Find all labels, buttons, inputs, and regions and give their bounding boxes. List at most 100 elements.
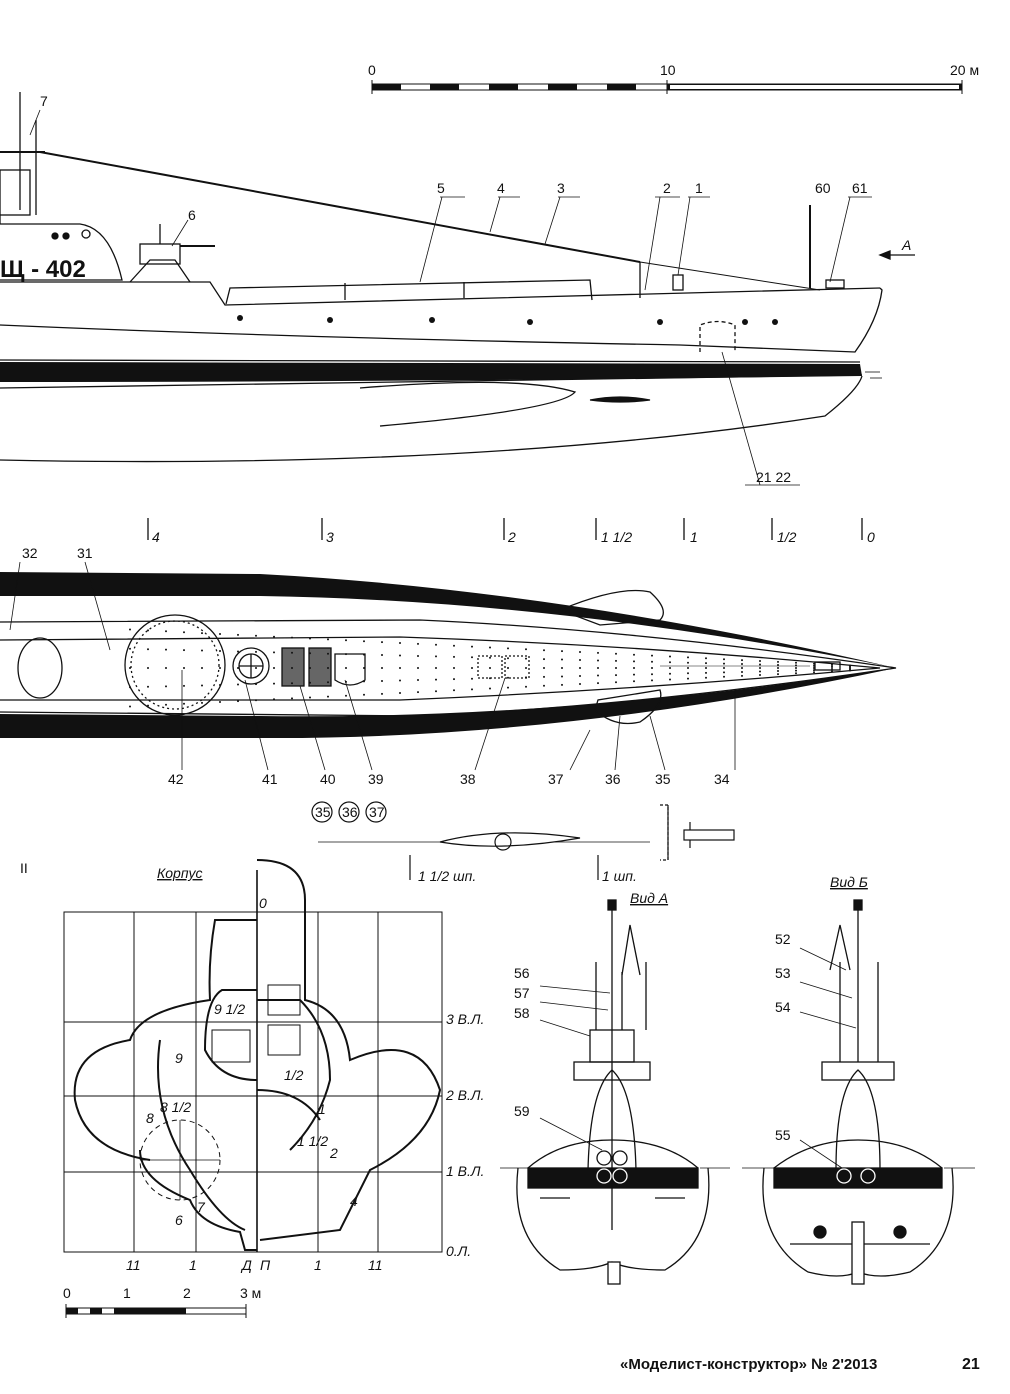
- bottom-d: Д: [240, 1257, 252, 1273]
- circled-37: 37: [369, 804, 385, 820]
- deck-dot: [471, 656, 473, 659]
- callout-59: 59: [514, 1103, 530, 1119]
- deck-dot: [417, 667, 419, 669]
- deck-dot: [561, 658, 563, 661]
- deck-dot: [255, 650, 257, 653]
- deck-dot: [255, 634, 257, 637]
- callout-32: 32: [22, 545, 38, 561]
- deck-dot: [273, 698, 275, 701]
- deck-dot: [597, 674, 599, 677]
- station-1: 1: [318, 1101, 326, 1117]
- deck-dot: [255, 667, 257, 669]
- view-b-title: Вид Б: [830, 874, 868, 890]
- deck-dot: [183, 702, 185, 705]
- deck-dot: [525, 667, 527, 669]
- deck-dot: [687, 672, 689, 675]
- deck-dot: [633, 667, 635, 669]
- deck-dot: [129, 647, 131, 650]
- side-view: [0, 92, 915, 486]
- callout-4: 4: [497, 180, 505, 196]
- deck-dot: [597, 651, 599, 654]
- station-1-2: 1/2: [284, 1067, 304, 1083]
- view-a-drawing: [500, 899, 730, 1285]
- hull-number: Щ - 402: [0, 256, 86, 283]
- deck-dot: [255, 699, 257, 702]
- deck-dot: [831, 668, 833, 671]
- deck-dot: [417, 642, 419, 645]
- deck-dot: [561, 683, 563, 686]
- deck-dot: [417, 679, 419, 682]
- deck-dot: [759, 667, 761, 669]
- bottom-11-right: 11: [368, 1257, 383, 1273]
- deck-dot: [507, 647, 509, 650]
- deck-dot: [327, 667, 329, 669]
- callout-53: 53: [775, 965, 791, 981]
- deck-dot: [561, 667, 563, 669]
- deck-dot: [381, 667, 383, 669]
- deck-dot: [759, 660, 761, 662]
- deck-dot: [165, 703, 167, 706]
- station-8-1-2: 8 1/2: [160, 1099, 191, 1115]
- plan-deck-dots: [129, 628, 851, 708]
- deck-dot: [831, 663, 833, 666]
- deck-dot: [831, 665, 833, 668]
- deck-dot: [237, 633, 239, 636]
- deck-dot: [147, 667, 149, 669]
- deck-dot: [687, 661, 689, 664]
- deck-dot: [579, 667, 581, 669]
- frame-markers: 4 3 2 1 1/2 1 1/2 0: [147, 518, 875, 545]
- callout-58: 58: [514, 1005, 530, 1021]
- deck-dot: [597, 682, 599, 685]
- deck-dot: [129, 686, 131, 689]
- deck-dot: [723, 667, 725, 669]
- deck-dot: [759, 674, 761, 676]
- callout-31: 31: [77, 545, 93, 561]
- frame-label-3: 3: [326, 529, 334, 545]
- roman-numeral-label: II: [20, 860, 28, 876]
- deck-dot: [543, 667, 545, 669]
- circled-36: 36: [342, 804, 358, 820]
- deck-dot: [435, 643, 437, 646]
- callout-38: 38: [460, 771, 476, 787]
- top-scale-bar: 0 10 20 м: [368, 62, 979, 94]
- section-detail-labels: 35 36 37 1 1/2 шп. 1 шп.: [315, 804, 637, 884]
- deck-dot: [651, 660, 653, 663]
- deck-dot: [381, 654, 383, 657]
- deck-dot: [345, 639, 347, 642]
- deck-dot: [327, 638, 329, 641]
- top-scale-label-0: 0: [368, 62, 376, 78]
- deck-dot: [237, 700, 239, 703]
- view-arrow-label: A: [901, 237, 911, 253]
- circled-35: 35: [315, 804, 331, 820]
- frame-label-1: 1: [690, 529, 698, 545]
- deck-dot: [147, 629, 149, 632]
- deck-dot: [273, 682, 275, 685]
- top-scale-label-20: 20 м: [950, 62, 979, 78]
- deck-dot: [813, 664, 815, 667]
- deck-dot: [219, 650, 221, 652]
- bottom-scale-3: 3 м: [240, 1285, 261, 1301]
- deck-dot: [291, 697, 293, 700]
- side-view-callouts: 7 6 5 4 3 2 1 60 61 21 22 A: [40, 93, 911, 485]
- deck-dot: [489, 687, 491, 690]
- deck-dot: [669, 672, 671, 675]
- body-plan-labels: II Корпус 3 В.Л. 2 В.Л. 1 В.Л. 0.Л. 0 9 …: [20, 860, 484, 1273]
- deck-dot: [471, 677, 473, 680]
- top-scale-label-10: 10: [660, 62, 676, 78]
- deck-dot: [183, 684, 185, 687]
- deck-dot: [165, 667, 167, 669]
- deck-dot: [795, 667, 797, 669]
- page-number: 21: [962, 1356, 980, 1373]
- section-detail: [311, 801, 735, 880]
- bottom-1-right: 1: [314, 1257, 322, 1273]
- deck-dot: [795, 661, 797, 664]
- deck-dot: [291, 651, 293, 654]
- deck-dot: [651, 667, 653, 669]
- callout-36: 36: [605, 771, 621, 787]
- deck-dot: [615, 659, 617, 662]
- deck-dot: [363, 667, 365, 669]
- deck-dot: [219, 701, 221, 703]
- deck-dot: [435, 678, 437, 681]
- station-4: 4: [350, 1193, 358, 1209]
